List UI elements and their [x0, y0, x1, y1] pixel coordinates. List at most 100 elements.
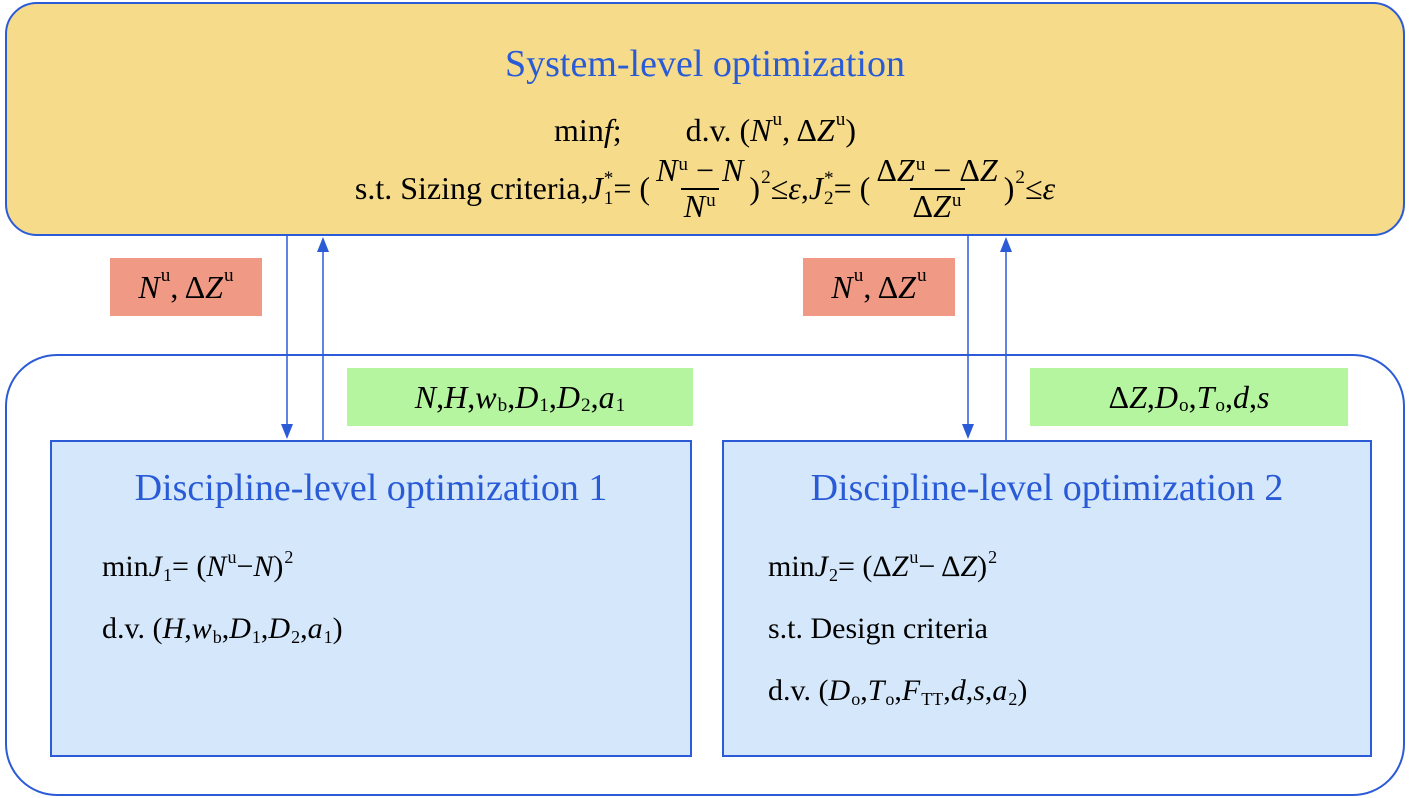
formula-superscript: u — [909, 546, 919, 567]
formula-superscript: 2 — [988, 546, 998, 567]
formula-variable: a — [598, 378, 615, 415]
formula-subscript: 2 — [291, 626, 301, 647]
formula-text: Δ — [1108, 378, 1130, 415]
formula-variable: w — [191, 612, 212, 645]
formula-text: , — [860, 674, 868, 707]
formula-text: = ( — [172, 550, 207, 583]
formula-text: , — [548, 378, 557, 415]
formula-variable: J — [588, 170, 603, 207]
formula-variable: ε — [788, 170, 801, 207]
fraction-numerator: ΔZu − ΔZ — [873, 152, 1000, 188]
formula-variable: J — [814, 550, 828, 583]
system-level-box: System-level optimization min f; d.v. (N… — [5, 2, 1405, 236]
formula-subscript: o — [885, 688, 895, 709]
formula-variable: N — [138, 268, 160, 305]
formula-variable: Z — [896, 152, 915, 188]
formula-subscript: o — [851, 688, 861, 709]
formula-variable: Z — [960, 550, 978, 583]
formula-variable: f — [603, 112, 613, 148]
formula-text: , — [590, 378, 599, 415]
formula-text: min — [102, 550, 149, 583]
formula-superscript: u — [160, 265, 171, 287]
formula-text: ) — [749, 170, 761, 207]
discipline-1-title: Discipline-level optimization 1 — [134, 467, 608, 509]
formula-text: , — [221, 612, 230, 645]
formula-variable: N — [414, 378, 437, 415]
arrowhead-up-left — [317, 237, 329, 252]
formula-text: ) — [1003, 170, 1015, 207]
formula-subscript: 1 — [539, 394, 549, 416]
formula-variable: d — [950, 674, 966, 707]
formula-superscript: u — [678, 154, 689, 176]
formula-text: min — [768, 550, 815, 583]
discipline-2-title: Discipline-level optimization 2 — [810, 467, 1284, 509]
formula-text: min — [554, 112, 604, 148]
formula-variable: N — [750, 112, 772, 148]
formula-variable: D — [828, 674, 851, 707]
formula-variable: D — [229, 612, 251, 645]
formula-subscript: o — [1179, 394, 1189, 416]
formula-superscript: u — [223, 265, 234, 287]
formula-variable: N — [656, 152, 678, 188]
formula-text: , — [1249, 378, 1257, 415]
formula-variable: ε — [1042, 170, 1056, 207]
formula-text: , — [800, 170, 809, 207]
formula-subscript: o — [1215, 394, 1225, 416]
formula-text: d.v. ( — [102, 612, 163, 645]
formula-text: , — [943, 674, 951, 707]
formula-variable: N — [253, 550, 274, 583]
formula-text: = ( — [833, 170, 871, 207]
formula-text: ≤ — [1024, 170, 1043, 207]
formula-text: − Δ — [925, 152, 980, 188]
fraction-denominator: ΔZu — [909, 187, 965, 224]
formula-text: , — [965, 674, 974, 707]
formula-text: Δ — [912, 187, 934, 224]
formula-text: = ( — [613, 170, 651, 207]
formula-subscript: 2 — [824, 187, 834, 209]
formula-subscript: 2 — [829, 564, 838, 585]
formula-text: , Δ — [170, 268, 206, 305]
formula-text: , — [1188, 378, 1197, 415]
formula-text: , — [300, 612, 308, 645]
arrowhead-up-right — [1000, 237, 1012, 252]
formula-variable: N — [831, 268, 853, 305]
formula-superscript: * — [824, 168, 834, 190]
formula-variable: D — [556, 378, 580, 415]
formula-variable: Z — [816, 112, 835, 148]
formula-superscript: u — [951, 190, 962, 212]
formula-text: , — [1225, 378, 1233, 415]
formula-text: Δ — [876, 152, 897, 188]
formula-text: ) — [845, 112, 856, 148]
formula-variable: N — [206, 550, 227, 583]
fraction-numerator: Nu − N — [653, 152, 746, 188]
formula-subscript: 1 — [323, 626, 333, 647]
formula-superscript: 2 — [761, 167, 771, 189]
formula-variable: d — [1233, 378, 1249, 415]
formula-superscript: u — [853, 265, 864, 287]
formula-superscript: u — [227, 546, 237, 567]
formula-superscript: 2 — [284, 546, 294, 567]
formula-subscript: 2 — [1008, 688, 1018, 709]
formula-text: , — [436, 378, 445, 415]
formula-text: d.v. ( — [768, 674, 829, 707]
formula-superscript: 2 — [1015, 167, 1025, 189]
formula-variable: Z — [979, 152, 998, 188]
formula-variable: T — [1196, 378, 1215, 415]
formula-text: ≤ — [770, 170, 789, 207]
arrowhead-down-right — [962, 424, 974, 439]
formula-text: , — [984, 674, 993, 707]
formula-variable: D — [515, 378, 539, 415]
formula-text: ) — [1017, 674, 1028, 707]
system-level-title: System-level optimization — [505, 43, 905, 85]
formula-text: = (Δ — [838, 550, 892, 583]
